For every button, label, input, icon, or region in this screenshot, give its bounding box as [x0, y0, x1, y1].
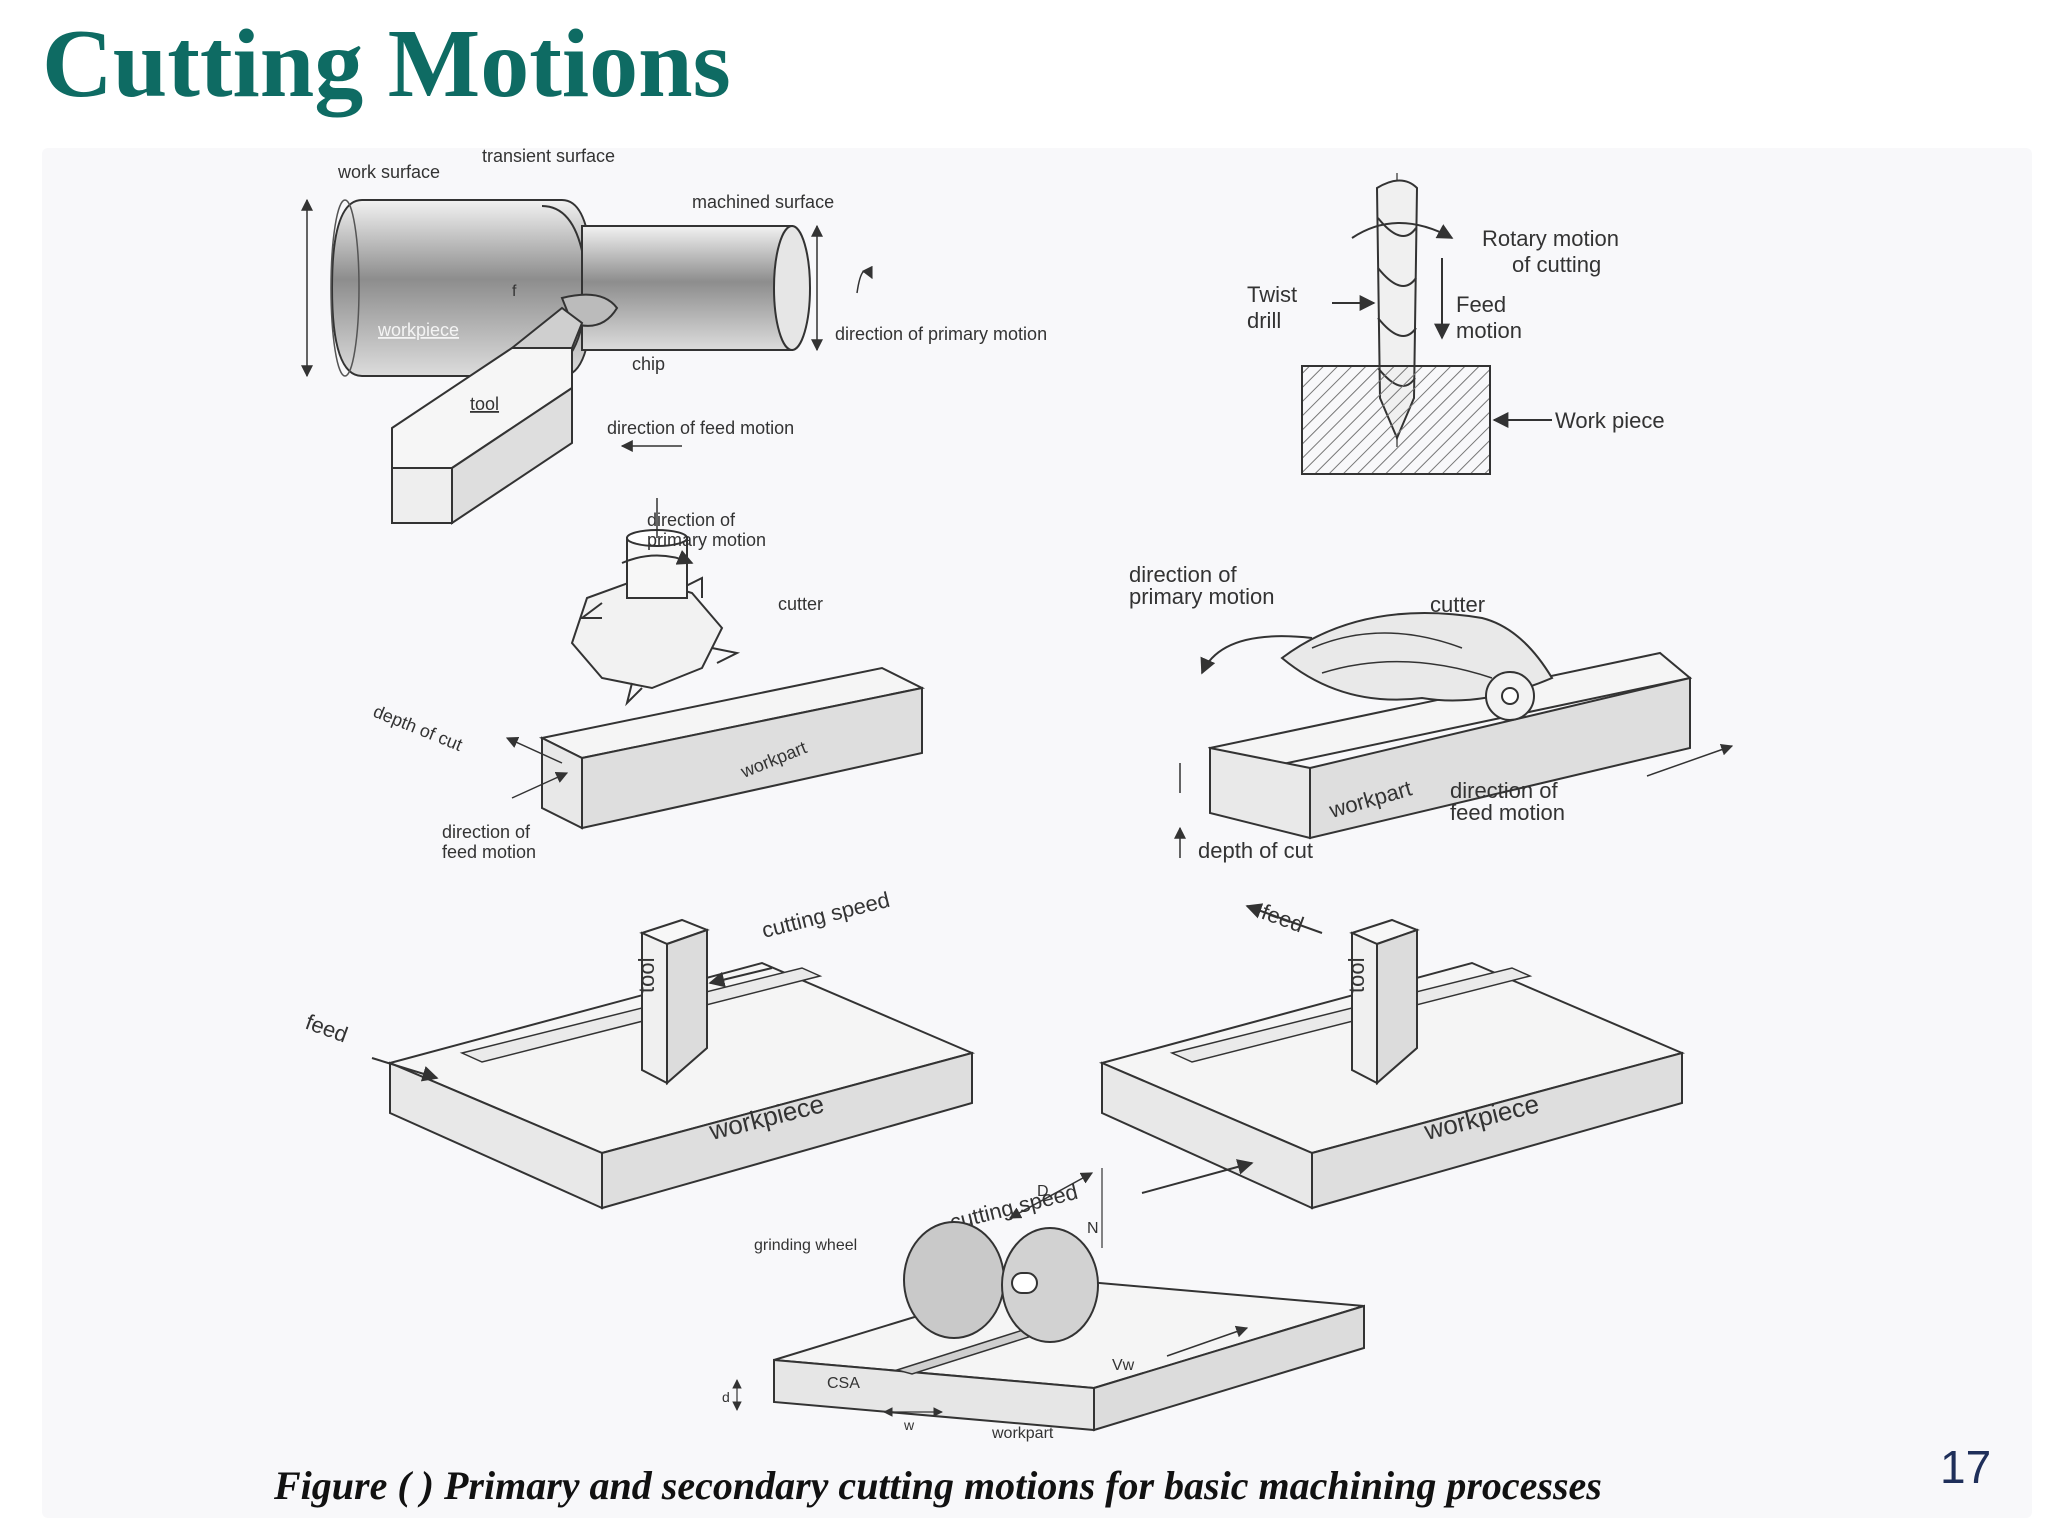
drilling-twist-label-1: Twist: [1247, 282, 1297, 307]
drilling-twist-label-2: drill: [1247, 308, 1281, 333]
figure-panel: work surface transient surface machined …: [42, 146, 2032, 1518]
face-milling-primary-label-2: primary motion: [647, 530, 766, 550]
grinding-csa-label: CSA: [827, 1375, 860, 1392]
slide-page-number: 17: [1940, 1441, 1992, 1493]
face-milling-feed-label-2: feed motion: [442, 842, 536, 862]
figure-caption: Figure ( ) Primary and secondary cutting…: [274, 1463, 1602, 1508]
turning-workpiece-label: workpiece: [377, 320, 459, 340]
grinding-wheel-label: grinding wheel: [754, 1237, 857, 1254]
shaping-cutting-speed-label: cutting speed: [759, 887, 892, 943]
planing-tool-label: tool: [1344, 958, 1369, 993]
slab-milling-feed-label-2: feed motion: [1450, 800, 1565, 825]
turning-chip-label: chip: [632, 354, 665, 374]
grinding-workpart-label: workpart: [991, 1425, 1054, 1442]
shaping-tool-label: tool: [634, 958, 659, 993]
drilling-feed-label-1: Feed: [1456, 292, 1506, 317]
grinding-n-label: N: [1087, 1220, 1099, 1237]
turning-transient-surface-label: transient surface: [482, 148, 615, 166]
drilling-workpiece-label: Work piece: [1555, 408, 1665, 433]
grinding-vw-label: Vw: [1112, 1357, 1135, 1374]
slab-milling-primary-label-2: primary motion: [1129, 584, 1274, 609]
turning-diagram: work surface transient surface machined …: [301, 146, 1047, 525]
shaping-diagram: tool cutting speed feed workpiece: [302, 887, 976, 1210]
face-milling-primary-label-1: direction of: [647, 510, 736, 530]
grinding-width-label: w: [903, 1417, 915, 1433]
drilling-feed-label-2: motion: [1456, 318, 1522, 343]
machining-figure: work surface transient surface machined …: [301, 146, 1734, 1442]
turning-work-surface-label: work surface: [337, 162, 440, 182]
turning-feed-motion-label: direction of feed motion: [607, 418, 794, 438]
face-milling-diagram: direction of primary motion cutter depth…: [371, 498, 926, 862]
grinding-depth-label: d: [722, 1389, 730, 1405]
planing-feed-label: feed: [1258, 899, 1307, 937]
shaping-feed-label: feed: [302, 1009, 351, 1047]
face-milling-feed-label-1: direction of: [442, 822, 531, 842]
face-milling-depth-label: depth of cut: [371, 701, 466, 755]
turning-primary-motion-label: direction of primary motion: [835, 324, 1047, 344]
drilling-diagram: Rotary motion of cutting Twist drill Fee…: [1247, 173, 1665, 475]
turning-f-label: f: [512, 283, 517, 300]
slide-title: Cutting Motions: [42, 10, 731, 118]
slab-milling-diagram: direction of primary motion cutter workp…: [1129, 562, 1734, 863]
turning-machined-surface-label: machined surface: [692, 192, 834, 212]
planing-diagram: tool feed workpiece cutting speed: [947, 899, 1686, 1235]
drilling-rotary-label-2: of cutting: [1512, 252, 1601, 277]
slab-milling-cutter-label: cutter: [1430, 592, 1485, 617]
drilling-rotary-label-1: Rotary motion: [1482, 226, 1619, 251]
turning-tool-label: tool: [470, 394, 499, 414]
slab-milling-feed-label-1: direction of: [1450, 778, 1559, 803]
slab-milling-depth-label: depth of cut: [1198, 838, 1313, 863]
face-milling-cutter-label: cutter: [778, 594, 823, 614]
grinding-diagram: grinding wheel D N CSA d w Vw workpart: [722, 1168, 1365, 1442]
slab-milling-primary-label-1: direction of: [1129, 562, 1238, 587]
grinding-d-diameter-label: D: [1037, 1183, 1049, 1200]
